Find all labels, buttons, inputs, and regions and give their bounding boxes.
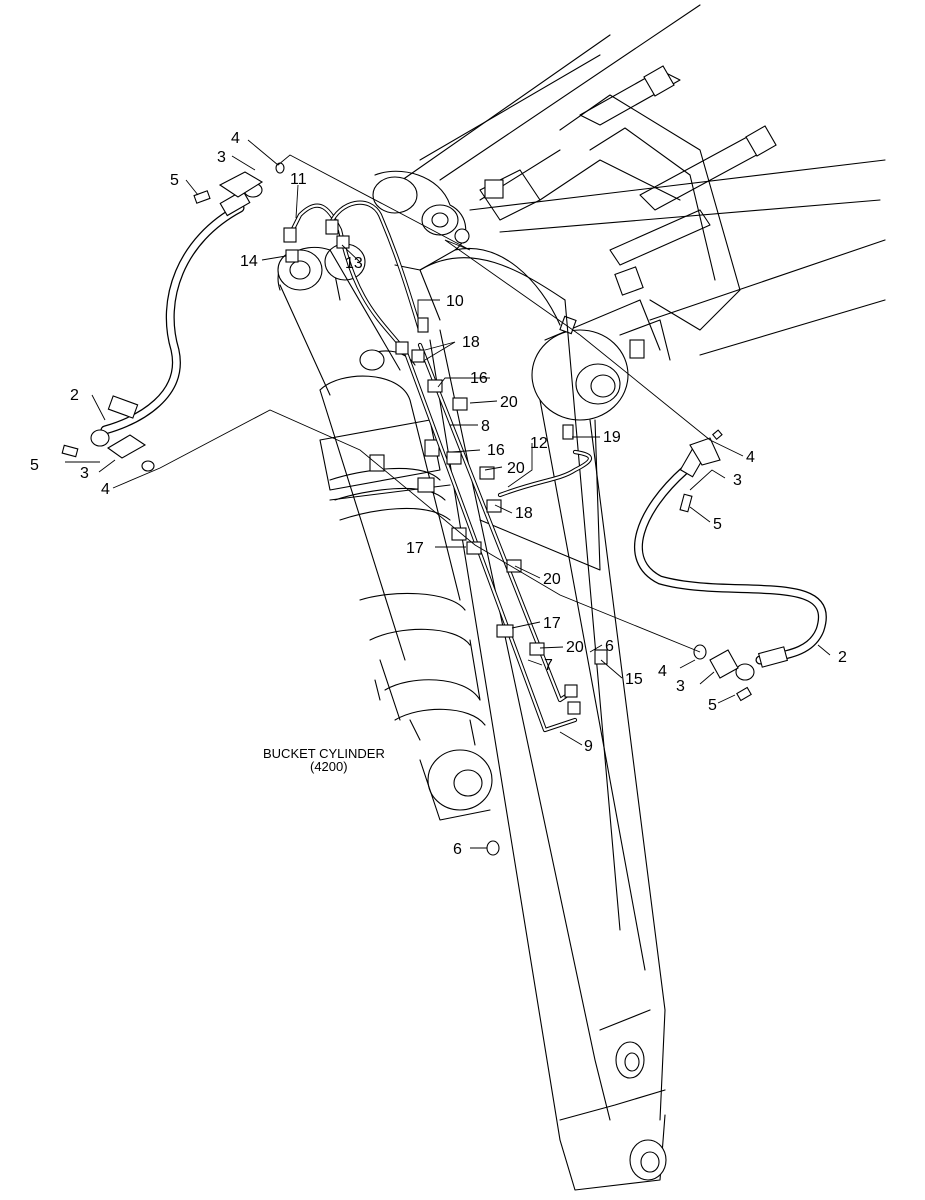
callout-2: 2 <box>70 387 79 404</box>
callout-6: 6 <box>605 638 614 655</box>
callout-3: 3 <box>733 472 742 489</box>
callout-17: 17 <box>406 540 424 557</box>
callout-20: 20 <box>507 460 525 477</box>
callout-7: 7 <box>544 657 553 674</box>
callout-5: 5 <box>170 172 179 189</box>
callout-20: 20 <box>543 571 561 588</box>
callout-4: 4 <box>658 663 667 680</box>
caption-line1: BUCKET CYLINDER <box>263 746 385 761</box>
pipes <box>283 200 608 856</box>
caption-line2: (4200) <box>310 759 348 774</box>
callout-5: 5 <box>708 697 717 714</box>
callout-17: 17 <box>543 615 561 632</box>
callout-4: 4 <box>101 481 110 498</box>
callout-5: 5 <box>713 516 722 533</box>
callout-16: 16 <box>470 370 488 387</box>
leader-lines <box>65 139 831 849</box>
callout-9: 9 <box>584 738 593 755</box>
callout-12: 12 <box>530 435 548 452</box>
callout-8: 8 <box>481 418 490 435</box>
callout-4: 4 <box>231 130 240 147</box>
callout-20: 20 <box>566 639 584 656</box>
callout-20: 20 <box>500 394 518 411</box>
callout-3: 3 <box>217 149 226 166</box>
hose-right <box>633 446 827 681</box>
callout-18: 18 <box>462 334 480 351</box>
flanges <box>61 162 752 702</box>
callout-4: 4 <box>746 449 755 466</box>
boom-drawing <box>394 4 886 421</box>
callout-18: 18 <box>515 505 533 522</box>
callout-15: 15 <box>625 671 643 688</box>
callout-10: 10 <box>446 293 464 310</box>
callout-16: 16 <box>487 442 505 459</box>
callout-19: 19 <box>603 429 621 446</box>
callout-5: 5 <box>30 457 39 474</box>
callout-2: 2 <box>838 649 847 666</box>
bucket-cylinder-drawing <box>277 243 493 821</box>
callout-labels: 4 3 5 11 14 13 10 18 16 20 8 2 16 12 20 … <box>30 130 847 858</box>
callout-13: 13 <box>345 255 363 272</box>
callout-3: 3 <box>676 678 685 695</box>
callout-11: 11 <box>290 171 307 188</box>
callout-14: 14 <box>240 253 258 270</box>
callout-3: 3 <box>80 465 89 482</box>
hose-left <box>90 182 263 447</box>
arm-drawing <box>372 170 667 1191</box>
callout-6: 6 <box>453 841 462 858</box>
